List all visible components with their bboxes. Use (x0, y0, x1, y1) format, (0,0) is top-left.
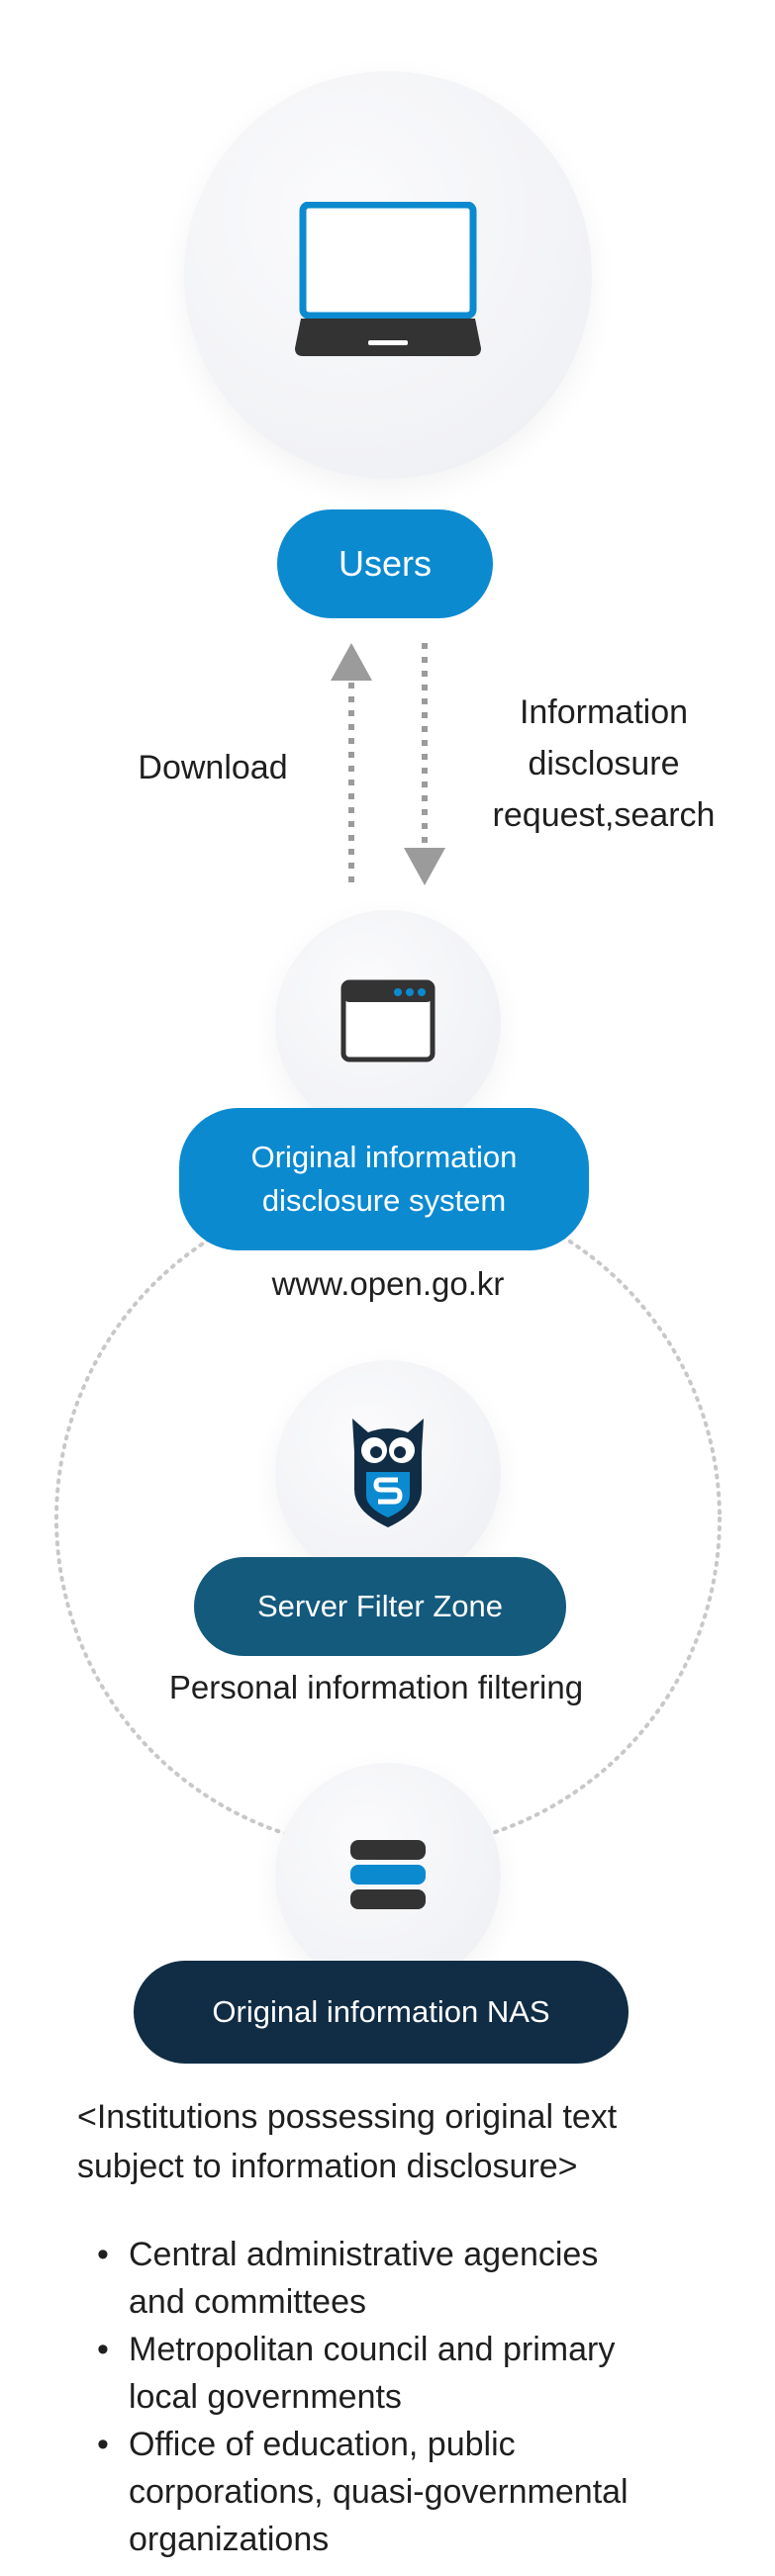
institutions-list: Central administrative agencies and comm… (77, 2231, 721, 2563)
list-item: Central administrative agencies and comm… (77, 2231, 721, 2326)
system-url: www.open.go.kr (271, 1265, 505, 1302)
institutions-heading: <Institutions possessing original text s… (77, 2098, 618, 2185)
nas-pill: Original information NAS (134, 1961, 629, 2064)
system-pill: Original information disclosure system (179, 1108, 589, 1250)
laptop-icon (295, 202, 481, 356)
users-pill: Users (277, 509, 493, 618)
download-label: Download (138, 749, 288, 786)
download-arrow (331, 643, 372, 890)
browser-window-icon (340, 979, 436, 1062)
filter-caption: Personal information filtering (168, 1669, 584, 1705)
request-label: Information disclosure request,search (492, 693, 716, 834)
owl-shield-icon (352, 1419, 424, 1527)
list-item: Office of education, public corporations… (77, 2421, 721, 2563)
database-icon (350, 1840, 426, 1909)
filter-pill: Server Filter Zone (194, 1557, 566, 1656)
users-label: Users (338, 543, 432, 584)
list-item: Metropolitan council and primary local g… (77, 2326, 721, 2421)
request-arrow (404, 643, 445, 885)
